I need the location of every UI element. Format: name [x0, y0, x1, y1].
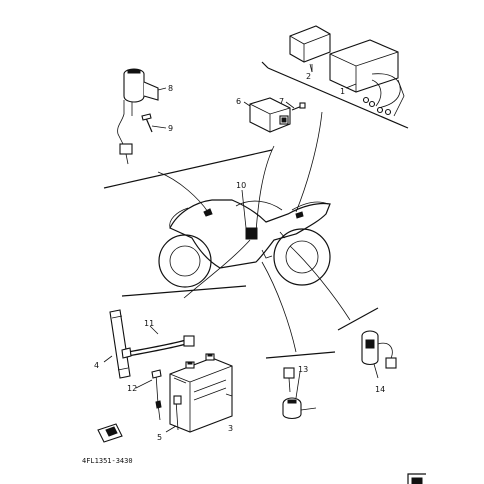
- callout-labels: 1 2 3 4 5 6 7 8 9 10 11 12 13 14: [94, 72, 385, 442]
- sensor-14[interactable]: [361, 330, 397, 369]
- callout-13: 13: [298, 365, 308, 374]
- battery-lead[interactable]: [151, 369, 182, 431]
- callout-2: 2: [306, 72, 311, 81]
- cdi-unit[interactable]: [329, 39, 405, 117]
- callout-8: 8: [168, 84, 173, 93]
- leader-lines: [157, 111, 351, 353]
- callout-10: 10: [236, 181, 246, 190]
- callout-1: 1: [340, 87, 345, 96]
- callout-7: 7: [279, 97, 284, 106]
- cdi-cover[interactable]: [289, 25, 331, 73]
- front-wheel: [158, 234, 212, 288]
- terminal-cover[interactable]: [97, 423, 123, 443]
- battery[interactable]: [169, 353, 233, 433]
- callout-14: 14: [375, 385, 385, 394]
- callout-9: 9: [168, 124, 173, 133]
- rectifier[interactable]: [249, 97, 291, 133]
- callout-4: 4: [94, 361, 99, 370]
- main-switch[interactable]: [117, 68, 159, 165]
- callout-3: 3: [228, 424, 233, 433]
- callout-leaders: [103, 64, 379, 433]
- switch-13[interactable]: [282, 367, 317, 420]
- battery-band[interactable]: [109, 309, 131, 379]
- motorcycle-outline: [158, 199, 331, 288]
- panel-brackets: [103, 61, 409, 359]
- screw-9[interactable]: [141, 113, 153, 133]
- corner-bracket-mark: [407, 473, 426, 484]
- rear-wheel: [273, 228, 331, 286]
- battery-cable[interactable]: [121, 335, 195, 359]
- callout-12: 12: [127, 384, 137, 393]
- callout-6: 6: [236, 97, 241, 106]
- ecu-location-mark: [245, 227, 258, 240]
- diagram-code: 4FL1351-3430: [82, 457, 133, 465]
- callout-11: 11: [144, 319, 154, 328]
- bolt-7[interactable]: [291, 102, 306, 111]
- callout-5: 5: [157, 433, 162, 442]
